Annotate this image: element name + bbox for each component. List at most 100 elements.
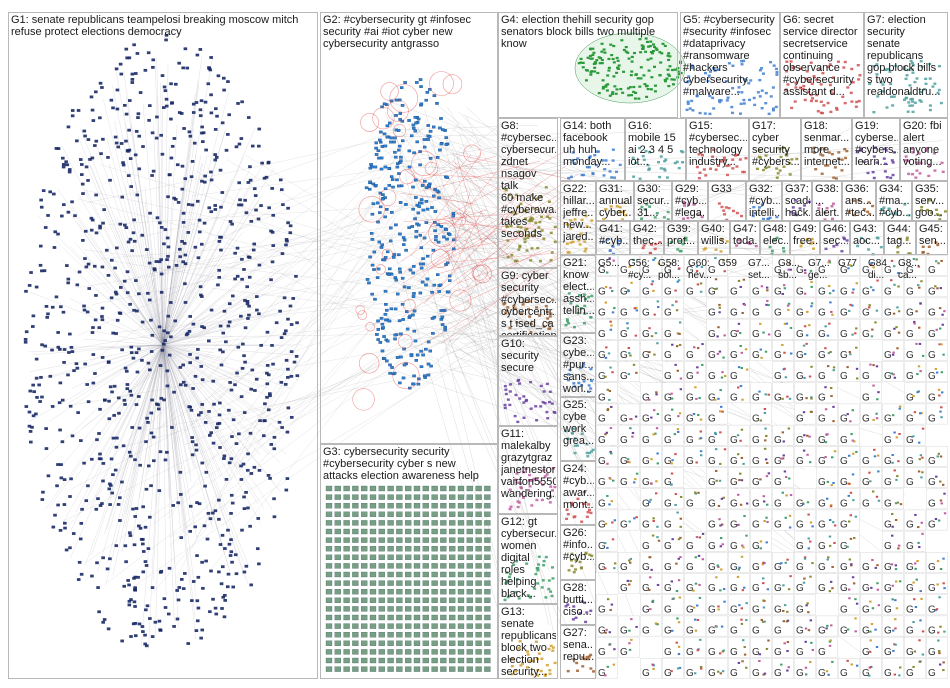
group-cell-label: G — [906, 350, 914, 361]
group-cell-label: G — [752, 647, 760, 658]
group-cell-label: G — [708, 626, 716, 637]
group-cell-label: G — [664, 371, 672, 382]
group-label-g44: G44: tag... — [887, 223, 914, 247]
group-cell-label: G — [642, 392, 650, 403]
group-cell-label: G — [862, 392, 870, 403]
group-cell-label: G — [774, 668, 782, 679]
group-cell-label: G — [840, 520, 848, 531]
group-cell-label: G — [642, 498, 650, 509]
group-cell-label: G — [664, 626, 672, 637]
group-cell-label: G — [664, 414, 672, 425]
group-cell-label: G — [708, 583, 716, 594]
group-cell-label: G — [862, 604, 870, 615]
group-cell-label: G — [840, 435, 848, 446]
group-cell-label: G — [598, 498, 606, 509]
group-label-g32: G32: #cyb... intelli... — [749, 183, 780, 219]
group-label-g15: G15: #cybersec... technology industry... — [689, 120, 747, 168]
group-cell-label: G — [598, 414, 606, 425]
group-cell-label: G — [752, 583, 760, 594]
group-cell-label: G — [774, 604, 782, 615]
group-cell-label: G — [708, 392, 716, 403]
group-cell-label: G — [620, 350, 628, 361]
group-cell-label: G — [840, 583, 848, 594]
group-cell-label: G — [928, 668, 936, 679]
group-cell-label: G — [818, 520, 826, 531]
group-cell-label: G — [686, 604, 694, 615]
group-label-g38: G38: ... alert... — [815, 183, 840, 219]
group-panel-g15: G15: #cybersec... technology industry... — [686, 118, 749, 181]
group-cell-label: G — [796, 392, 804, 403]
group-label-g23: G23: cybe... #pur... sans... worl... — [563, 335, 594, 395]
group-cell-label: G — [730, 308, 738, 319]
group-cell-label: G — [928, 626, 936, 637]
group-cell-label: G — [796, 668, 804, 679]
group-panel-g7: G7: election security senate republicans… — [864, 12, 948, 118]
group-cell-label: G — [686, 392, 694, 403]
group-label-g11: G11: malekalby grazytgraz janetnestor va… — [501, 428, 556, 500]
group-cell-label: G — [818, 329, 826, 340]
group-cell-label: G — [730, 541, 738, 552]
group-cell-label: G — [730, 456, 738, 467]
group-panel-g24: G24: #cyb... awar... mont... — [560, 461, 596, 525]
group-label-g7: G7: election security senate republicans… — [867, 14, 946, 98]
group-label-g26: G26: #info... #cyb... — [563, 527, 594, 563]
group-cell-label: G — [928, 329, 936, 340]
group-cell-label: G — [796, 350, 804, 361]
group-cell-label: G — [598, 647, 606, 658]
group-cell-label: G — [686, 435, 694, 446]
group-panel-g45: G45: sen... — [916, 221, 948, 255]
group-cell-label: G — [818, 647, 826, 658]
group-panel-g23: G23: cybe... #pur... sans... worl... — [560, 333, 596, 397]
small-group-label: G58: pol... — [658, 258, 686, 282]
group-cell-label: G — [730, 477, 738, 488]
group-cell-label: G — [598, 286, 606, 297]
group-cell-label: G — [752, 498, 760, 509]
group-cell-label: G — [752, 414, 760, 425]
group-label-g47: G47: toda... — [733, 223, 758, 247]
group-cell-label: G — [774, 498, 782, 509]
group-cell-label: G — [642, 604, 650, 615]
group-cell-label: G — [664, 668, 672, 679]
group-cell-label: G — [774, 350, 782, 361]
group-panel-g20: G20: fbi alert anyone voting... — [900, 118, 948, 181]
group-cell-label: G — [664, 329, 672, 340]
group-cell-label: G — [598, 350, 606, 361]
group-cell-label: G — [598, 435, 606, 446]
group-cell-label: G — [598, 604, 606, 615]
group-panel-g39: G39: prot... — [664, 221, 698, 255]
group-cell-label: G — [686, 562, 694, 573]
group-cell-label: G — [906, 520, 914, 531]
group-cell-label: G — [664, 541, 672, 552]
group-cell-label: G — [598, 456, 606, 467]
group-cell-label: G — [906, 668, 914, 679]
group-cell-label: G — [686, 541, 694, 552]
group-cell-label: G — [796, 541, 804, 552]
group-cell-label: G — [840, 414, 848, 425]
group-cell-label: G — [906, 329, 914, 340]
group-cell-label: G — [642, 286, 650, 297]
group-cell-label: G — [642, 435, 650, 446]
group-panel-g10: G10: security secure — [498, 336, 558, 426]
group-cell-label: G — [708, 308, 716, 319]
group-cell-label: G — [708, 371, 716, 382]
small-group-label: G56: #cy... — [628, 258, 656, 282]
small-group-label: G7... set... — [748, 258, 776, 282]
group-cell-label: G — [774, 583, 782, 594]
group-cell-label: G — [928, 456, 936, 467]
group-cell-label: G — [818, 414, 826, 425]
group-cell-label: G — [884, 350, 892, 361]
group-label-g35: G35: serv... goo... — [915, 183, 946, 219]
group-cell-label: G — [796, 414, 804, 425]
group-cell-label: G — [664, 435, 672, 446]
group-cell-label: G — [730, 371, 738, 382]
group-cell-label: G — [686, 498, 694, 509]
group-cell-label: G — [752, 286, 760, 297]
group-label-g14: G14: both facebook uh huh monday... — [563, 120, 623, 168]
group-cell-label: G — [796, 456, 804, 467]
group-panel-g5: G5: #cybersecurity #security #infosec #d… — [680, 12, 780, 118]
group-cell-label: G — [862, 456, 870, 467]
group-panel-g35: G35: serv... goo... — [912, 181, 948, 221]
group-cell-label: G — [752, 329, 760, 340]
group-cell-label: G — [906, 414, 914, 425]
